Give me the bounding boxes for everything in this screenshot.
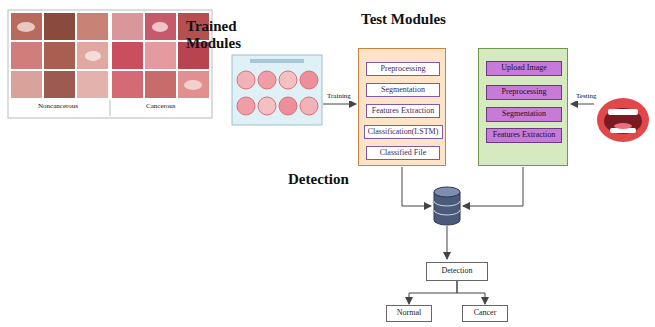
process-box: Preprocessing [366,62,440,76]
process-box: Segmentation [486,107,562,122]
box-text: Segmentation [381,86,425,95]
dataset-image [232,55,322,125]
process-box: Features Extraction [366,104,440,118]
box-text: Classified File [380,149,426,158]
flow-line [447,226,448,259]
process-box: Segmentation [366,83,440,97]
arrow-label: Training [326,93,352,101]
result-box: Cancer [462,305,508,322]
box-text: Segmentation [502,110,546,119]
box-text: Detection [441,267,472,276]
process-box: Classified File [366,146,440,160]
section-heading: Test Modules [361,11,446,28]
module-panel: Upload ImagePreprocessingSegmentationFea… [478,48,568,166]
testing-arrow [571,104,594,105]
image-caption: Cancerous [145,103,177,111]
arrow-label: Testing [575,93,598,101]
process-box: Classification(LSTM) [364,125,443,139]
module-panel: Test ModulesPreprocessingSegmentationFea… [358,48,446,166]
photo-grid [8,10,212,118]
process-box: Detection [426,262,488,281]
training-arrow [323,104,356,105]
image-caption: Noncancerous [37,103,79,111]
connector [457,281,485,304]
box-text: Features Extraction [372,107,434,116]
process-box: Upload Image [486,61,562,76]
section-heading: Detection [288,171,349,188]
section-heading: Trained Modules [186,18,266,51]
database-symbol [434,187,460,225]
process-box: Preprocessing [486,85,562,100]
box-text: Normal [397,309,421,318]
box-text: Cancer [474,309,497,318]
connector [409,281,457,304]
mouth-image [597,98,649,142]
flow-line [463,167,523,206]
flow-line [402,167,431,206]
result-box: Normal [386,305,432,322]
box-text: Features Extraction [493,131,555,140]
box-text: Classification(LSTM) [368,128,439,137]
box-text: Preprocessing [502,88,547,97]
box-text: Preprocessing [381,65,426,74]
process-box: Features Extraction [486,128,562,143]
box-text: Upload Image [501,64,547,73]
